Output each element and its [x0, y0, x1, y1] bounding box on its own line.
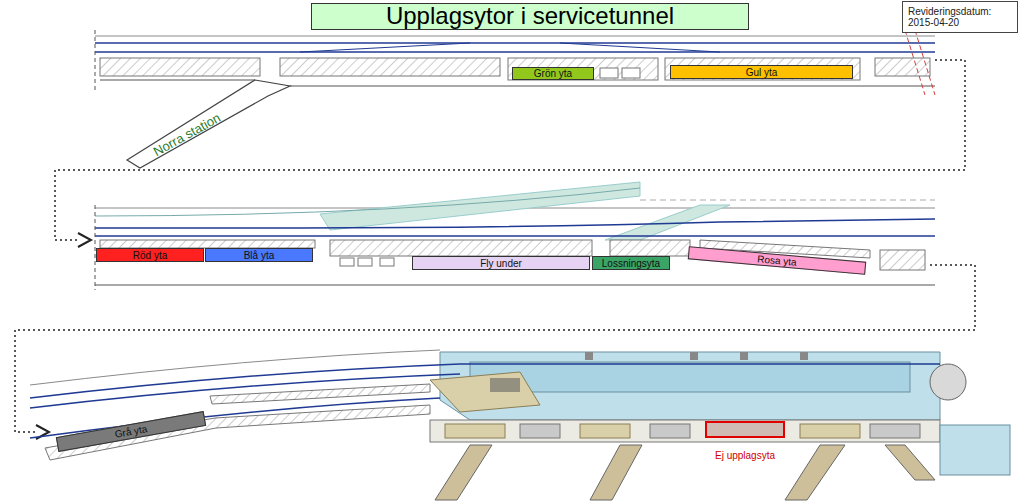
storage-area: Fly under [412, 256, 590, 270]
area-label: Revideringsdatum: 2015-04-20 [908, 6, 1012, 28]
revision-box: Revideringsdatum: 2015-04-20 [902, 1, 1018, 33]
storage-area: Gul yta [670, 65, 853, 79]
area-label: Grön yta [534, 68, 572, 79]
area-label: Gul yta [746, 67, 778, 78]
title-box: Upplagsytor i servicetunnel [311, 3, 749, 30]
station-name: Norra station [151, 111, 223, 160]
area-label: Rosa yta [757, 253, 797, 267]
area-label: Fly under [480, 258, 522, 269]
title-text: Upplagsytor i servicetunnel [386, 3, 674, 29]
area-label: Röd yta [133, 250, 167, 261]
storage-area: Grön yta [512, 67, 594, 80]
storage-area: Blå yta [205, 248, 313, 262]
excluded-area: Ej upplagsyta [705, 421, 785, 438]
area-label: Blå yta [244, 250, 275, 261]
area-label: Lossningsyta [602, 258, 660, 269]
area-note: Ej upplagsyta [715, 450, 775, 461]
unloading-area: Lossningsyta [592, 256, 670, 270]
storage-area: Röd yta [96, 248, 204, 262]
